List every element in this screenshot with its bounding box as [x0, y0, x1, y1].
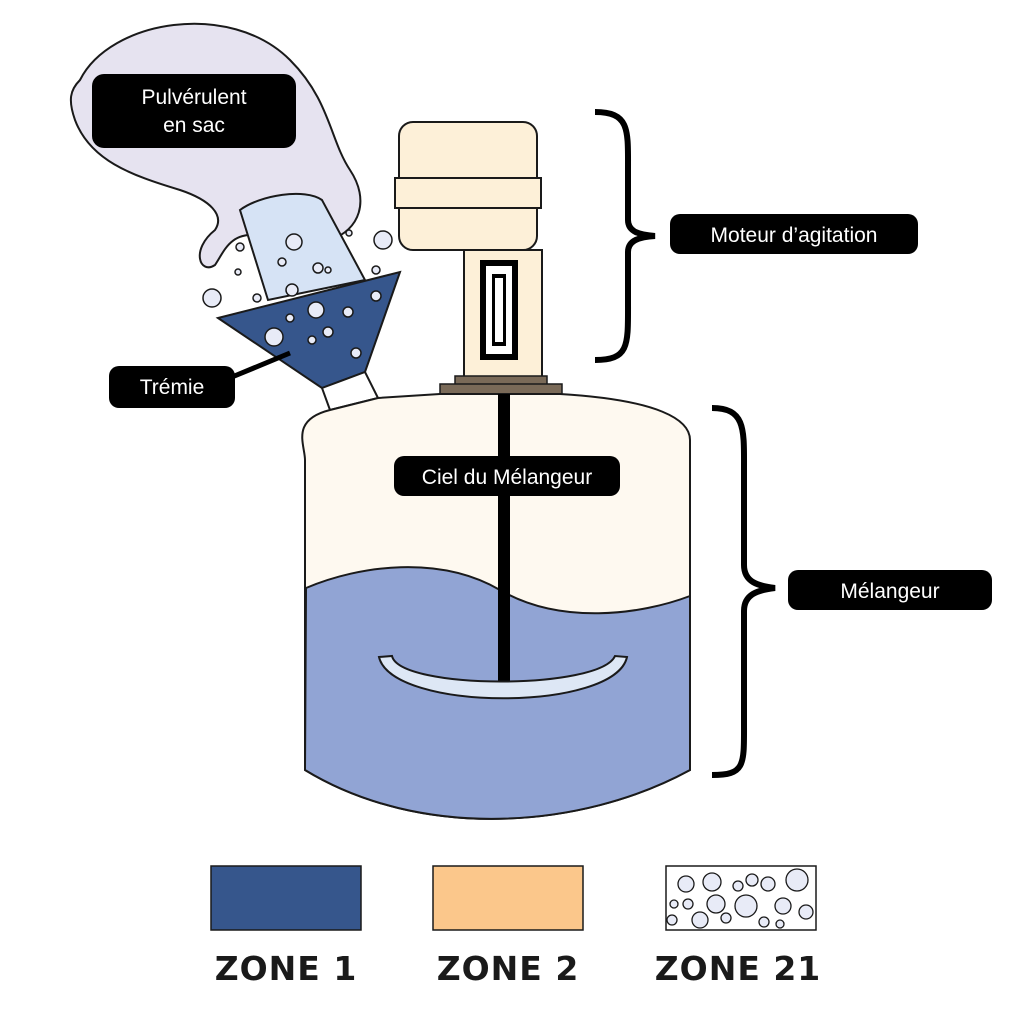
agitator-blade	[377, 654, 629, 700]
agitator-shaft	[498, 394, 510, 694]
mixer-label-text: Mélangeur	[840, 580, 939, 603]
bag-label-line1: Pulvérulent	[141, 86, 246, 109]
bag-label-line2: en sac	[163, 114, 225, 137]
motor-brace	[594, 109, 656, 363]
legend: ZONE 1 ZONE 2 ZONE 21	[210, 865, 822, 988]
motor-label-text: Moteur d’agitation	[711, 224, 878, 247]
mixer-brace	[711, 405, 776, 778]
motor-label: Moteur d’agitation	[670, 214, 918, 254]
hopper-label-text: Trémie	[140, 376, 205, 399]
legend-label-zone-1: ZONE 1	[215, 949, 358, 988]
mixer-label: Mélangeur	[788, 570, 992, 610]
powder-bubbles	[202, 229, 393, 359]
bag-label: Pulvérulent en sac	[92, 74, 296, 148]
headspace-label: Ciel du Mélangeur	[394, 456, 620, 496]
headspace-label-text: Ciel du Mélangeur	[422, 466, 592, 489]
legend-label-zone-2: ZONE 2	[437, 949, 580, 988]
legend-swatch-zone-21	[665, 865, 817, 931]
hopper-label: Trémie	[109, 366, 235, 408]
bag-spout	[238, 193, 367, 302]
legend-swatch-zone-1	[210, 865, 362, 931]
legend-swatch-zone-2	[432, 865, 584, 931]
hopper-leader-line	[231, 350, 291, 380]
agitator-motor	[394, 121, 563, 395]
legend-label-zone-21: ZONE 21	[655, 949, 822, 988]
